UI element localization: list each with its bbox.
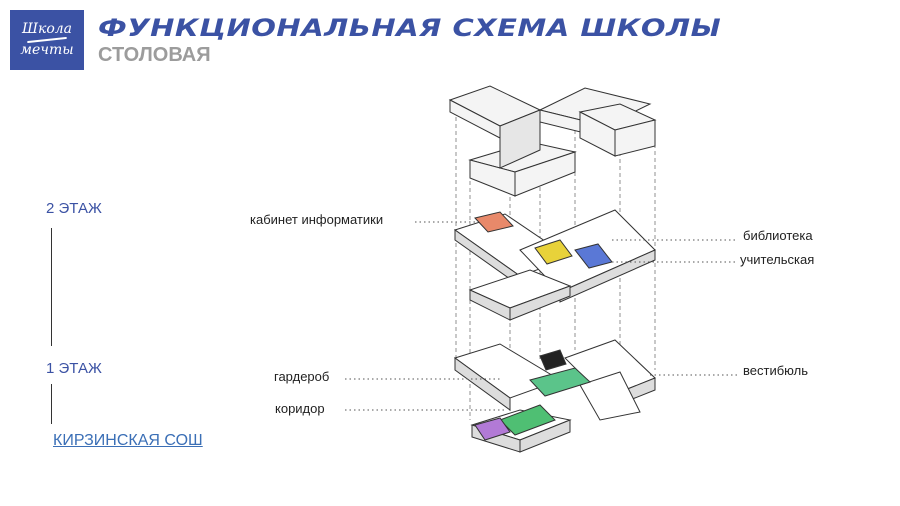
floor-2-plan [453,209,656,321]
roof-layer [448,85,657,197]
page-title: ФУНКЦИОНАЛЬНАЯ СХЕМА ШКОЛЫ [98,14,722,42]
school-link[interactable]: КИРЗИНСКАЯ СОШ [53,432,203,449]
callout-lobby: вестибюль [743,363,808,378]
school-logo: Школа мечты [10,10,84,70]
callout-cloakroom: гардероб [274,369,330,384]
callout-teachers-room: учительская [740,252,815,267]
floor-2-label: 2 ЭТАЖ [46,200,102,217]
logo-line-2: мечты [20,42,74,58]
page-subtitle: СТОЛОВАЯ [98,44,211,66]
floor-1-label: 1 ЭТАЖ [46,360,102,377]
callout-corridor: коридор [275,401,325,416]
floor-divider-line-lower [51,384,52,424]
callout-library: библиотека [743,228,813,243]
floor-1-plan [453,339,656,453]
callout-leader-lines [345,221,737,411]
floor-divider-line [51,228,52,346]
logo-line-1: Школа [21,21,73,38]
callout-computer-room: кабинет информатики [250,212,384,227]
